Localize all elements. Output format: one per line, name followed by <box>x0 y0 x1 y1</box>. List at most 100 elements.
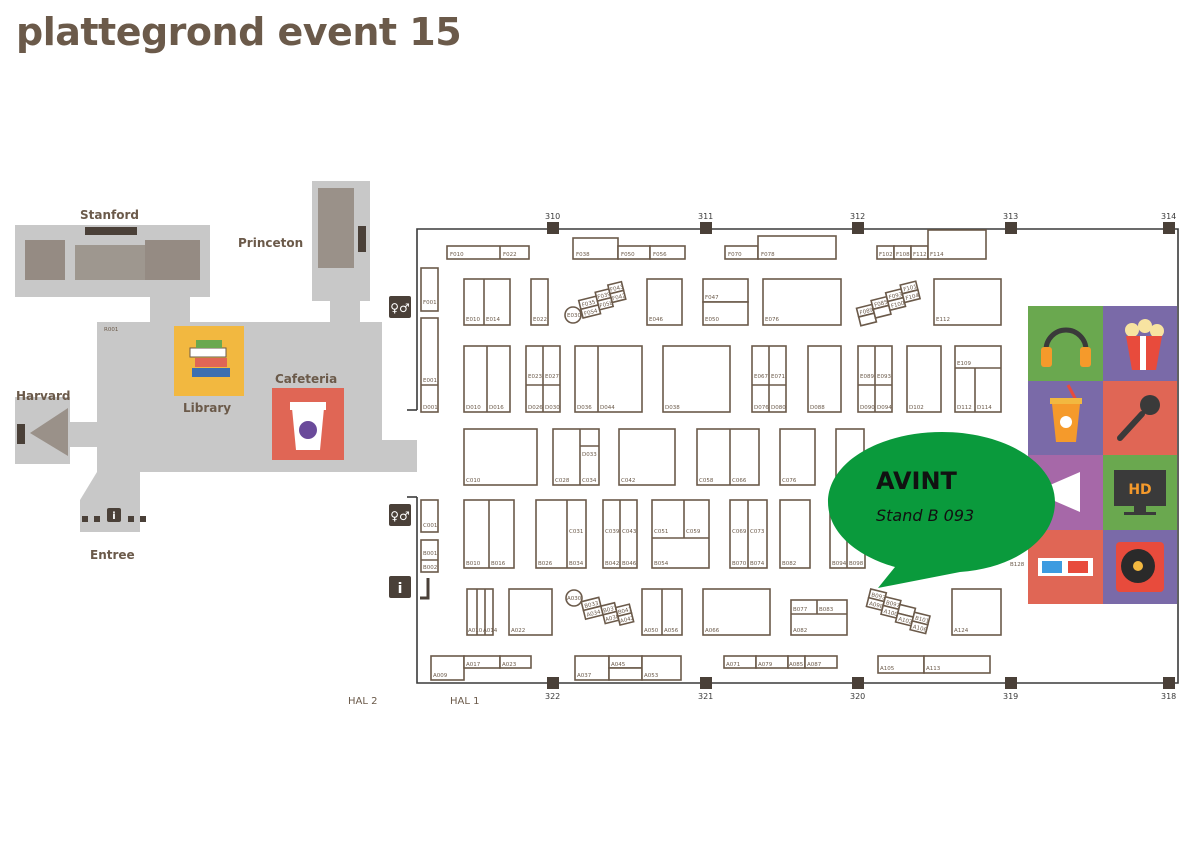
stand-c042[interactable]: C042 <box>621 478 635 484</box>
stand-d112[interactable]: D112 <box>957 405 972 411</box>
stand-d038[interactable]: D038 <box>665 405 680 411</box>
stand-a030[interactable]: A030 <box>567 596 582 602</box>
stand-d001[interactable]: D001 <box>423 405 438 411</box>
stand-f054[interactable]: F054 <box>584 308 599 317</box>
stand-b074[interactable]: B074 <box>750 561 765 567</box>
stand-e067[interactable]: E067 <box>754 374 768 380</box>
stand-c073[interactable]: C073 <box>750 529 765 535</box>
stand-d010[interactable]: D010 <box>466 405 481 411</box>
stand-a124[interactable]: A124 <box>954 628 969 634</box>
stand-d033[interactable]: D033 <box>582 452 597 458</box>
stand-d090[interactable]: D090 <box>860 405 875 411</box>
stand-c069[interactable]: C069 <box>732 529 747 535</box>
stand-a098[interactable]: A098 <box>868 601 884 610</box>
stand-e050[interactable]: E050 <box>705 317 719 323</box>
stand-a010[interactable]: A010 <box>468 628 483 634</box>
stand-e112[interactable]: E112 <box>936 317 950 323</box>
stand-b097[interactable]: B097 <box>885 600 901 609</box>
stand-f001[interactable]: F001 <box>423 300 437 306</box>
stand-c066[interactable]: C066 <box>732 478 747 484</box>
stand-a113[interactable]: A113 <box>926 666 941 672</box>
stand-a045[interactable]: A045 <box>611 662 626 668</box>
stand-b037[interactable]: B037 <box>603 605 619 614</box>
stand-a042[interactable]: A042 <box>620 616 635 625</box>
stand-b010[interactable]: B010 <box>466 561 481 567</box>
stand-b128[interactable]: B128 <box>1010 562 1025 568</box>
stand-f108[interactable]: F108 <box>896 252 910 258</box>
stand-a037[interactable]: A037 <box>577 673 592 679</box>
stand-b026[interactable]: B026 <box>538 561 553 567</box>
stand-e023[interactable]: E023 <box>528 374 542 380</box>
stand-c034[interactable]: C034 <box>582 478 597 484</box>
stand-e027[interactable]: E027 <box>545 374 559 380</box>
stand-f112[interactable]: F112 <box>913 252 927 258</box>
stand-c031[interactable]: C031 <box>569 529 583 535</box>
stand-d036[interactable]: D036 <box>577 405 592 411</box>
stand-a022[interactable]: A022 <box>511 628 525 634</box>
stand-f078[interactable]: F078 <box>761 252 775 258</box>
stand-a009[interactable]: A009 <box>433 673 448 679</box>
stand-a102[interactable]: A102 <box>897 617 912 626</box>
stand-b083[interactable]: B083 <box>819 607 834 613</box>
stand-c058[interactable]: C058 <box>699 478 714 484</box>
stand-a066[interactable]: A066 <box>705 628 720 634</box>
stand-f050[interactable]: F050 <box>621 252 635 258</box>
stand-a085[interactable]: A085 <box>789 662 804 668</box>
stand-a071[interactable]: A071 <box>726 662 740 668</box>
stand-d044[interactable]: D044 <box>600 405 615 411</box>
stand-f101[interactable]: F101 <box>903 284 918 293</box>
stand-e046[interactable]: E046 <box>649 317 663 323</box>
stand-e076[interactable]: E076 <box>765 317 779 323</box>
stand-e093[interactable]: E093 <box>877 374 891 380</box>
stand-f114[interactable]: F114 <box>930 252 944 258</box>
stand-b041[interactable]: B041 <box>617 607 632 616</box>
stand-f089[interactable]: F089 <box>859 307 874 316</box>
stand-c001[interactable]: C001 <box>423 523 437 529</box>
stand-c059[interactable]: C059 <box>686 529 701 535</box>
stand-b098[interactable]: B098 <box>849 561 864 567</box>
stand-f010[interactable]: F010 <box>450 252 464 258</box>
stand-b077[interactable]: B077 <box>793 607 808 613</box>
stand-c010[interactable]: C010 <box>466 478 481 484</box>
stand-d026[interactable]: D026 <box>528 405 543 411</box>
stand-d016[interactable]: D016 <box>489 405 504 411</box>
stand-c043[interactable]: C043 <box>622 529 637 535</box>
stand-d114[interactable]: D114 <box>977 405 992 411</box>
stand-a023[interactable]: A023 <box>502 662 517 668</box>
stand-e030[interactable]: E030 <box>567 313 581 319</box>
stand-c028[interactable]: C028 <box>555 478 570 484</box>
stand-f070[interactable]: F070 <box>728 252 742 258</box>
stand-a105[interactable]: A105 <box>880 666 895 672</box>
stand-f022[interactable]: F022 <box>503 252 517 258</box>
stand-b042[interactable]: B042 <box>605 561 619 567</box>
stand-a106[interactable]: A106 <box>912 624 928 633</box>
stand-f104[interactable]: F104 <box>905 293 920 302</box>
stand-b101[interactable]: B101 <box>914 616 929 625</box>
stand-b034[interactable]: B034 <box>569 561 584 567</box>
stand-c051[interactable]: C051 <box>654 529 668 535</box>
stand-a017[interactable]: A017 <box>466 662 481 668</box>
stand-a014[interactable]: A014 <box>483 628 498 634</box>
stand-b082[interactable]: B082 <box>782 561 796 567</box>
stand-a038[interactable]: A038 <box>605 614 621 623</box>
stand-b094[interactable]: B094 <box>832 561 847 567</box>
stand-a087[interactable]: A087 <box>807 662 822 668</box>
stand-d094[interactable]: D094 <box>877 405 892 411</box>
stand-a050[interactable]: A050 <box>644 628 659 634</box>
stand-f093[interactable]: F093 <box>888 292 903 301</box>
stand-e071[interactable]: E071 <box>771 374 785 380</box>
stand-f047[interactable]: F047 <box>705 295 719 301</box>
stand-a056[interactable]: A056 <box>664 628 679 634</box>
stand-f056[interactable]: F056 <box>653 252 667 258</box>
stand-a034[interactable]: A034 <box>586 609 602 618</box>
stand-d080[interactable]: D080 <box>771 405 786 411</box>
stand-b016[interactable]: B016 <box>491 561 506 567</box>
stand-b093[interactable]: B093 <box>871 592 887 601</box>
stand-e109[interactable]: E109 <box>957 361 971 367</box>
stand-b046[interactable]: B046 <box>622 561 637 567</box>
stand-a053[interactable]: A053 <box>644 673 659 679</box>
stand-e089[interactable]: E089 <box>860 374 874 380</box>
stand-a079[interactable]: A079 <box>758 662 773 668</box>
stand-b002[interactable]: B002 <box>423 565 437 571</box>
stand-f039[interactable]: F039 <box>597 292 612 301</box>
